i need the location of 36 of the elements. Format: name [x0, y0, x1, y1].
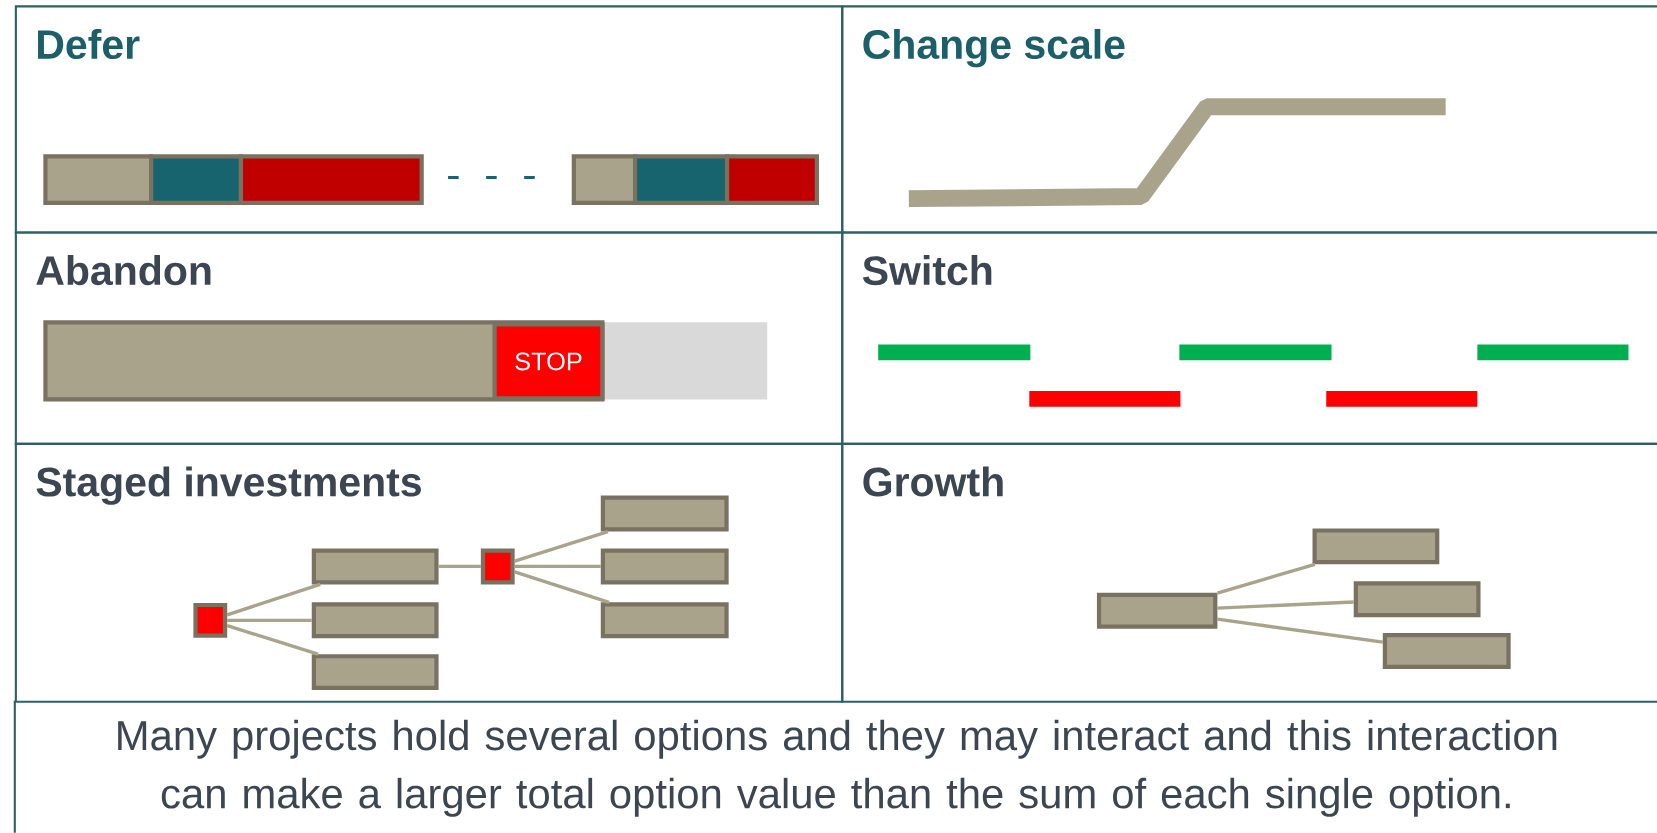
option-panel	[14, 442, 844, 703]
connector-line	[226, 582, 321, 617]
panel-heading: Abandon	[36, 255, 211, 286]
connector-line	[1216, 562, 1316, 595]
stage-box	[600, 495, 729, 532]
stage-box	[600, 602, 729, 639]
panel-heading: Staged investments	[36, 466, 421, 505]
option-panel	[14, 5, 844, 234]
stage-box	[600, 548, 729, 585]
stage-box	[311, 548, 439, 585]
stage-box	[311, 654, 439, 691]
stage-box	[1382, 633, 1511, 670]
option-panel	[841, 231, 1657, 446]
option-panel	[841, 442, 1657, 703]
panel-heading: Change scale	[863, 29, 1125, 68]
connector-line	[227, 618, 312, 623]
option-panel	[14, 231, 844, 446]
stage-box	[1312, 528, 1440, 565]
decision-square	[193, 603, 228, 638]
connector-line	[1217, 617, 1383, 644]
connector-line	[514, 570, 610, 605]
panel-heading: Growth	[863, 466, 1003, 497]
panel-heading: Switch	[862, 255, 992, 286]
stop-box: STOP	[492, 322, 605, 401]
connector-line	[514, 564, 601, 569]
stage-box	[1096, 593, 1218, 629]
stage-box	[311, 602, 439, 639]
connector-line	[514, 530, 609, 563]
connector-line	[1217, 600, 1354, 610]
connector-line	[438, 564, 481, 569]
option-panel	[841, 5, 1657, 234]
connector-line	[226, 624, 319, 656]
stage-box	[1353, 581, 1481, 618]
decision-square	[480, 548, 515, 585]
panel-heading: Defer	[38, 29, 140, 60]
caption-text: Many projects hold several options and they may interact and this interaction can make a larger total option value than the sum of each single option.	[118, 719, 1557, 817]
